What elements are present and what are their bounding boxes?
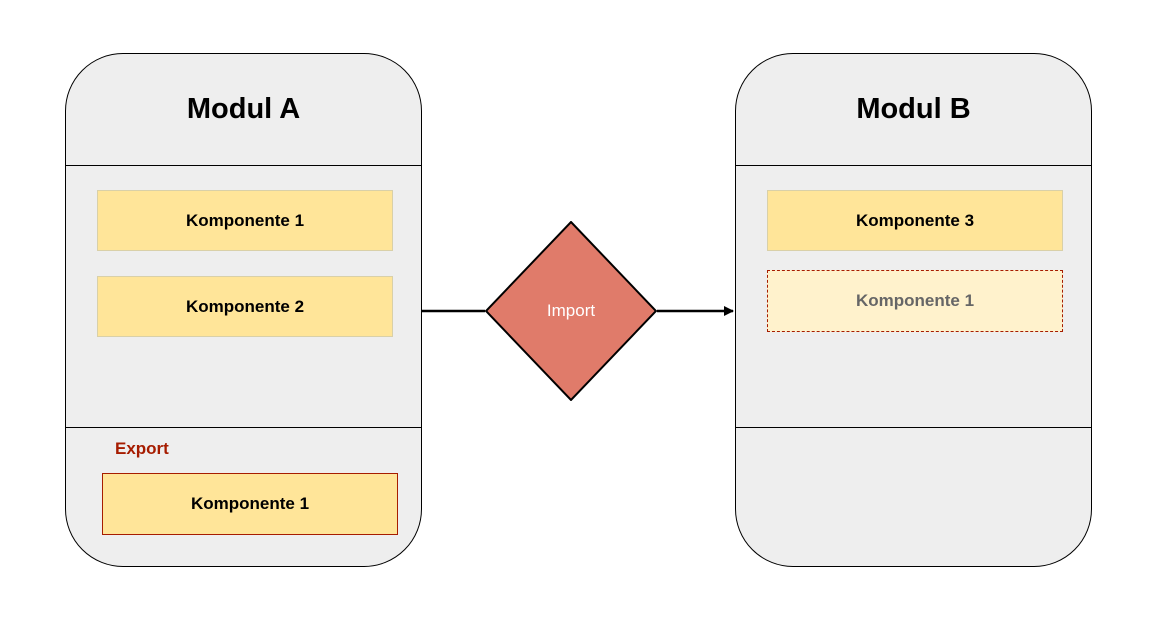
module-b-header-divider (736, 165, 1091, 166)
import-diamond[interactable] (485, 221, 657, 401)
module-b-component-3[interactable]: Komponente 3 (767, 190, 1063, 251)
module-b-title: Modul B (856, 93, 971, 125)
module-a: Modul A Komponente 1 Komponente 2 Export… (65, 53, 422, 567)
module-a-title: Modul A (186, 93, 301, 125)
import-label: Import (546, 301, 596, 320)
module-a-component-2[interactable]: Komponente 2 (97, 276, 393, 337)
module-a-header-divider (66, 165, 421, 166)
module-b-imported-component[interactable]: Komponente 1 (767, 270, 1063, 332)
module-a-export-divider (66, 427, 421, 428)
module-b: Modul B Komponente 3 Komponente 1 (735, 53, 1092, 567)
module-a-export-component[interactable]: Komponente 1 (102, 473, 398, 535)
export-label: Export (115, 439, 169, 458)
module-a-component-1[interactable]: Komponente 1 (97, 190, 393, 251)
module-b-footer-divider (736, 427, 1091, 428)
